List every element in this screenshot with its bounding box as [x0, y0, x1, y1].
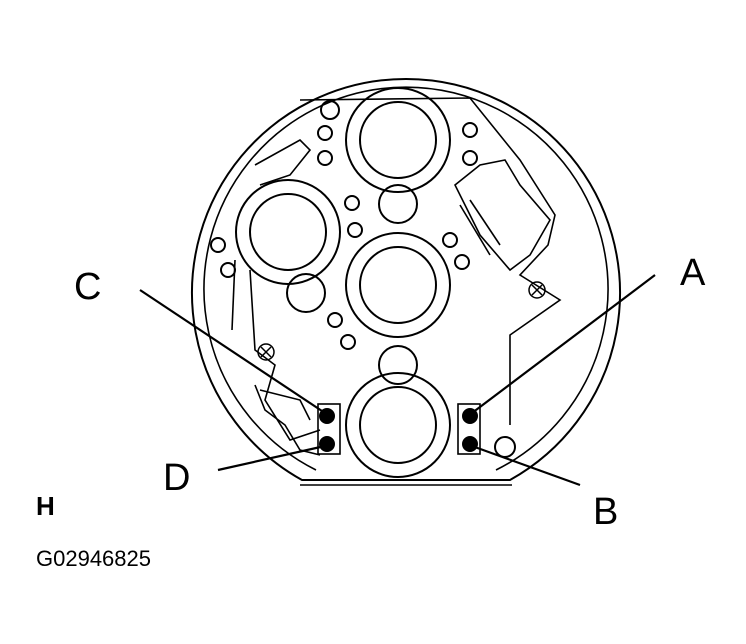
bore-bottom — [345, 372, 451, 478]
callout-c: C — [74, 266, 102, 308]
inner-plate — [231, 97, 562, 456]
leader-a — [471, 274, 656, 414]
screw-left — [257, 343, 275, 361]
bore-center — [345, 232, 451, 338]
screw-right — [528, 281, 546, 299]
leader-b — [471, 444, 581, 487]
terminal-b — [462, 436, 478, 452]
housing — [191, 78, 621, 486]
bore-top — [345, 87, 451, 193]
terminal-d — [319, 436, 335, 452]
figure-code: G02946825 — [36, 546, 151, 571]
callout-d: D — [163, 457, 191, 499]
bosses — [210, 100, 516, 458]
leader-c — [139, 289, 326, 414]
leader-lines — [139, 274, 656, 487]
leader-d — [217, 444, 326, 472]
bore-left — [235, 179, 341, 285]
terminals — [317, 403, 481, 455]
callout-a: A — [680, 252, 706, 294]
screws — [257, 281, 546, 361]
view-marker-h: H — [36, 491, 55, 521]
bores — [235, 87, 451, 478]
callout-b: B — [593, 491, 619, 533]
